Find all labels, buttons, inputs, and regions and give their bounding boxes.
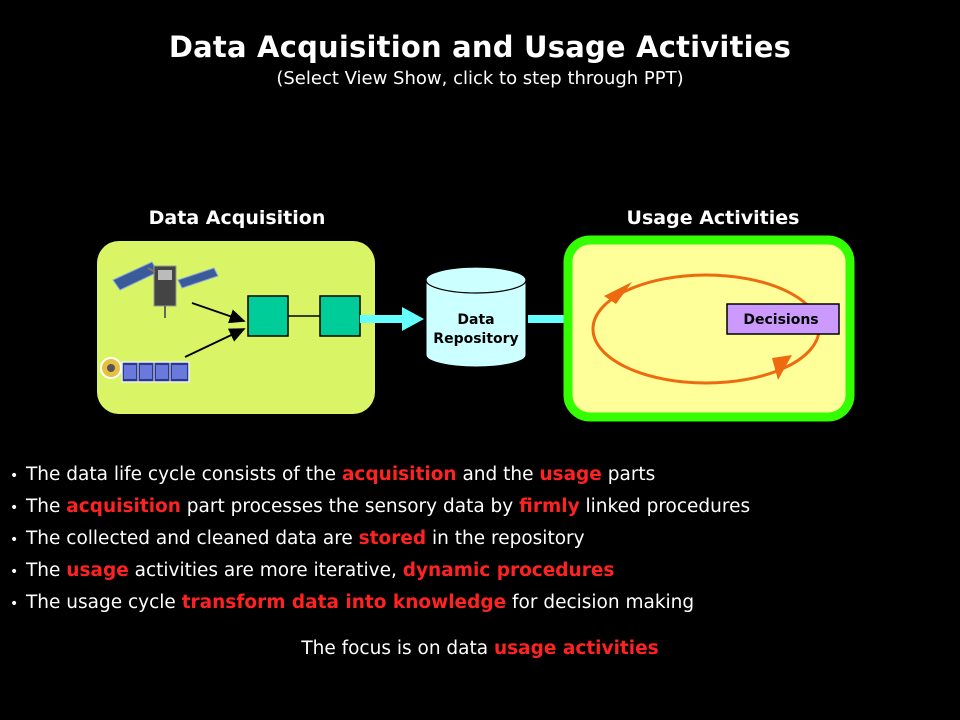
decisions-box <box>726 303 840 335</box>
satellite-input-arrow <box>191 302 246 324</box>
sensor-array-icon <box>100 357 190 383</box>
decisions-label: Decisions <box>743 312 818 328</box>
bullet-item-4: •The usage activities are more iterative… <box>10 557 950 589</box>
bullet-list: •The data life cycle consists of the acq… <box>10 461 950 621</box>
data-acquisition-label: Data Acquisition <box>148 207 326 229</box>
slide-title: Data Acquisition and Usage Activities <box>168 30 792 64</box>
bullet-dot: • <box>10 532 19 548</box>
process-step-2-box <box>319 295 361 337</box>
bullet-item-3: •The collected and cleaned data are stor… <box>10 525 950 557</box>
slide-subtitle: (Select View Show, click to step through… <box>276 68 684 89</box>
to-repository-arrow <box>360 307 424 331</box>
cycle-arrowhead-bottom <box>772 355 792 380</box>
focus-statement: The focus is on data usage activities <box>301 638 659 659</box>
usage-activities-label: Usage Activities <box>626 207 800 229</box>
satellite-icon <box>112 261 219 318</box>
repository-label-line2: Repository <box>433 331 518 347</box>
process-step-1-box <box>247 295 289 337</box>
bullet-item-5: •The usage cycle transform data into kno… <box>10 589 950 621</box>
data-repository-cylinder <box>425 266 527 368</box>
bullet-item-1: •The data life cycle consists of the acq… <box>10 461 950 493</box>
bullet-item-2: •The acquisition part processes the sens… <box>10 493 950 525</box>
bullet-dot: • <box>10 468 19 484</box>
repository-label-line1: Data <box>457 312 494 328</box>
bullet-dot: • <box>10 596 19 612</box>
sensor-input-arrow <box>184 328 246 358</box>
bullet-dot: • <box>10 564 19 580</box>
bullet-dot: • <box>10 500 19 516</box>
cycle-arrowhead-top <box>604 282 632 304</box>
